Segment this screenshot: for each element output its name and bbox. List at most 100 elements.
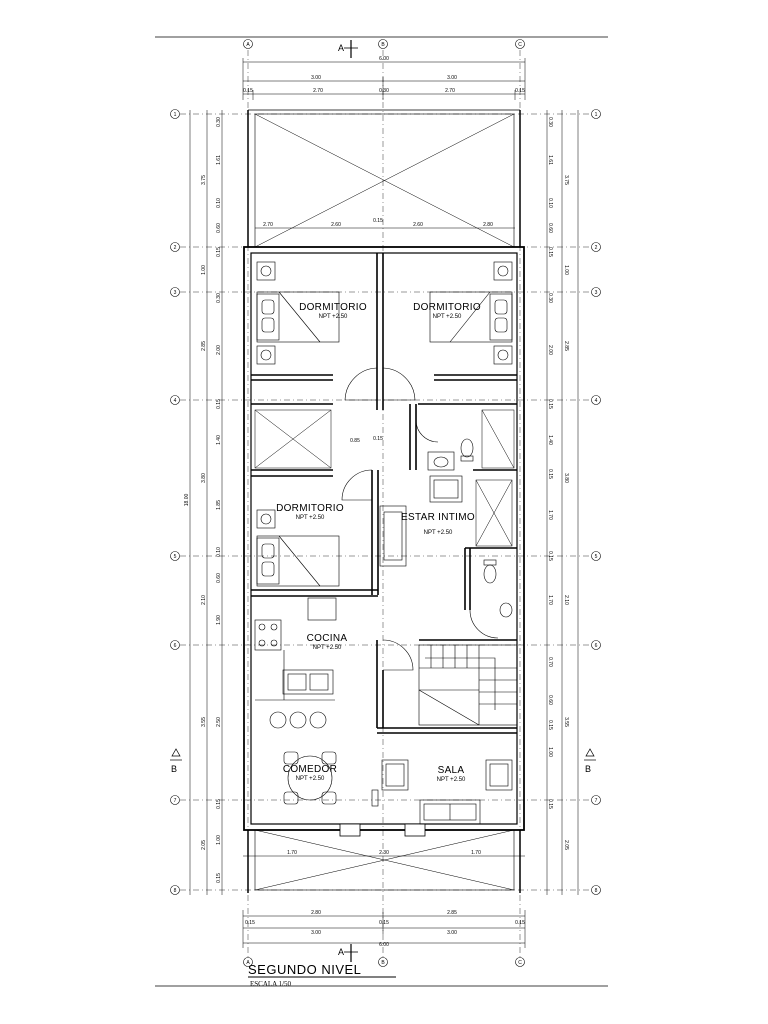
axis-bubble-left-4 — [170, 395, 180, 405]
dimension-text-right-inner: 0.30 1.61 0.10 0.60 0.15 0.30 2.00 0.15 … — [547, 117, 553, 809]
dim-left-seg-7: 2.05 — [201, 840, 207, 850]
room-level-comedor: NPT +2.50 — [296, 776, 325, 782]
dim-left-seg-5: 2.10 — [201, 595, 207, 605]
svg-text:2.00: 2.00 — [216, 345, 222, 355]
axis-label-left-7: 7 — [174, 798, 177, 804]
svg-text:A: A — [338, 947, 344, 957]
dim-left-seg-2: 1.00 — [201, 265, 207, 275]
interior-walls — [251, 253, 517, 734]
dim-left-seg-3: 2.85 — [201, 341, 207, 351]
dim-corridor-a: 0.85 — [350, 438, 360, 444]
svg-text:2.00: 2.00 — [547, 345, 553, 355]
bottom-void — [247, 823, 521, 893]
room-label-cocina: COCINA — [307, 633, 348, 644]
dimension-lines-sides — [189, 110, 579, 895]
svg-text:0.15: 0.15 — [547, 720, 553, 730]
dimension-text-left-inner: 0.30 1.61 0.10 0.60 0.15 0.30 2.00 0.15 … — [216, 117, 222, 883]
dim-left-seg-1: 3.75 — [201, 175, 207, 185]
dim-top-half-b: 3.00 — [447, 75, 457, 81]
room-level-sala: NPT +2.50 — [437, 777, 466, 783]
dim-right-seg-4: 3.80 — [563, 473, 569, 483]
axis-bubble-bottom-c — [515, 957, 525, 967]
axis-bubble-top-c — [515, 39, 525, 49]
section-mark-b-left: B — [170, 748, 182, 774]
axis-bubble-left-1 — [170, 109, 180, 119]
bedroom-2-furniture — [429, 261, 513, 365]
axis-bubble-bottom-b — [378, 957, 388, 967]
svg-text:1.70: 1.70 — [547, 595, 553, 605]
axis-label-right-4: 4 — [595, 398, 598, 404]
axis-bubble-top-b — [378, 39, 388, 49]
dim-left-seg-4: 3.80 — [201, 473, 207, 483]
svg-text:0.15: 0.15 — [547, 399, 553, 409]
dim-top-total: 6.00 — [379, 56, 389, 62]
closets — [254, 409, 515, 547]
dim-left-seg-6: 3.55 — [201, 717, 207, 727]
svg-text:1.61: 1.61 — [216, 155, 222, 165]
dim-overall-height: 18.00 — [184, 494, 190, 507]
axis-label-left-1: 1 — [174, 112, 177, 118]
dim-bottom-wall-b: 0.15 — [515, 920, 525, 926]
dim-bottom-wall-mid: 0.15 — [379, 920, 389, 926]
dim-top-half-a: 3.00 — [311, 75, 321, 81]
axis-label-top-b: B — [381, 42, 385, 48]
dim-right-seg-5: 2.10 — [563, 595, 569, 605]
svg-text:0.30: 0.30 — [547, 117, 553, 127]
svg-text:0.15: 0.15 — [547, 469, 553, 479]
axis-label-bottom-c: C — [518, 960, 522, 966]
top-void — [247, 109, 521, 248]
dim-interior-c: 2.60 — [413, 222, 423, 228]
dim-interior-d: 2.80 — [483, 222, 493, 228]
svg-text:0.15: 0.15 — [216, 873, 222, 883]
svg-text:1.70: 1.70 — [547, 510, 553, 520]
dim-bottom-a: 2.80 — [311, 910, 321, 916]
svg-text:0.15: 0.15 — [547, 799, 553, 809]
axis-bubble-left-8 — [170, 885, 180, 895]
room-level-cocina: NPT +2.50 — [313, 645, 342, 651]
axis-bubble-left-6 — [170, 640, 180, 650]
bedroom-1-furniture — [256, 261, 340, 365]
door-swings — [341, 367, 499, 671]
svg-text:1.85: 1.85 — [216, 500, 222, 510]
dim-right-seg-6: 3.55 — [563, 717, 569, 727]
bedroom-3-furniture — [256, 509, 340, 587]
svg-text:2.50: 2.50 — [216, 717, 222, 727]
title-block: SEGUNDO NIVEL ESCALA 1/50 — [248, 962, 396, 988]
axis-bubble-left-3 — [170, 287, 180, 297]
dim-top-wall-b: 0.15 — [515, 88, 525, 94]
bathroom-fixtures — [379, 438, 513, 618]
axis-label-top-c: C — [518, 42, 522, 48]
room-label-dormitorio-1: DORMITORIO — [299, 302, 367, 313]
room-level-estar-intimo: NPT +2.50 — [424, 530, 453, 536]
svg-text:0.30: 0.30 — [216, 117, 222, 127]
dim-bottom-interior-a: 1.70 — [287, 850, 297, 856]
axis-label-top-a: A — [246, 42, 250, 48]
axis-bubble-right-7 — [591, 795, 601, 805]
dim-top-wall-a: 0.15 — [243, 88, 253, 94]
dim-interior-mid: 0.15 — [373, 218, 383, 224]
svg-text:0.10: 0.10 — [216, 198, 222, 208]
axis-bubble-right-2 — [591, 242, 601, 252]
svg-text:A: A — [338, 43, 344, 53]
dim-bottom-interior-b: 2.30 — [379, 850, 389, 856]
svg-text:1.61: 1.61 — [547, 155, 553, 165]
dimension-text-bottom: 1.70 2.30 1.70 2.80 2.85 0.15 0.15 0.15 … — [245, 850, 525, 948]
room-labels: DORMITORIO NPT +2.50 DORMITORIO NPT +2.5… — [276, 302, 481, 783]
plan-scale: ESCALA 1/50 — [250, 980, 292, 988]
axis-bubble-right-4 — [591, 395, 601, 405]
svg-text:0.60: 0.60 — [216, 573, 222, 583]
room-level-dormitorio-3: NPT +2.50 — [296, 515, 325, 521]
svg-text:0.60: 0.60 — [547, 695, 553, 705]
room-label-estar-intimo: ESTAR INTIMO — [401, 512, 475, 523]
svg-text:0.15: 0.15 — [216, 247, 222, 257]
axis-bubble-right-3 — [591, 287, 601, 297]
room-label-sala: SALA — [438, 765, 465, 776]
room-level-dormitorio-2: NPT +2.50 — [433, 314, 462, 320]
dim-bottom-half-b: 3.00 — [447, 930, 457, 936]
dimension-lines-top — [242, 58, 526, 229]
axis-label-left-6: 6 — [174, 643, 177, 649]
section-mark-a-bottom: A — [338, 944, 358, 962]
svg-text:0.10: 0.10 — [216, 547, 222, 557]
axis-label-right-5: 5 — [595, 554, 598, 560]
